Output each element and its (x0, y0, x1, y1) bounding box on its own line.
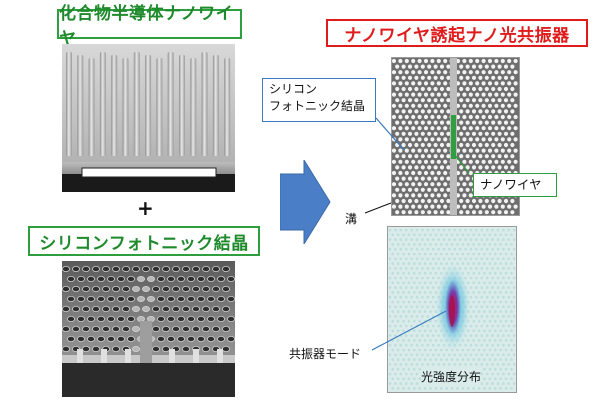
mode-intensity-graphic (388, 227, 516, 392)
nanowire-marker (451, 115, 456, 159)
resonator-mode-label: 共振器モード (289, 347, 362, 361)
photonic-crystal-sem-image (62, 261, 235, 397)
callout-nanowire: ナノワイヤ (473, 173, 557, 197)
photonic-crystal-sem-graphic (62, 261, 235, 397)
callout-line-2: フォトニック結晶 (269, 99, 366, 113)
groove-label: 溝 (345, 212, 358, 226)
nanowire-sem-image (62, 44, 235, 192)
plus-sign: + (137, 196, 154, 220)
callout-line-1: シリコン (269, 82, 318, 96)
callout-silicon-photonic-crystal: シリコン フォトニック結晶 (262, 78, 376, 122)
arrow-right-icon (280, 160, 331, 244)
intensity-distribution-label: 光強度分布 (421, 368, 482, 385)
photonic-crystal-lattice (392, 58, 519, 215)
mode-intensity-map (387, 226, 517, 393)
photonic-crystal-title: シリコンフォトニック結晶 (28, 226, 260, 256)
nanowire-title: 化合物半導体ナノワイヤ (57, 4, 242, 49)
photonic-crystal-plan-view (391, 57, 520, 216)
nanocavity-title: ナノワイヤ誘起ナノ光共振器 (326, 19, 588, 47)
nanowire-sem-graphic (62, 44, 235, 192)
